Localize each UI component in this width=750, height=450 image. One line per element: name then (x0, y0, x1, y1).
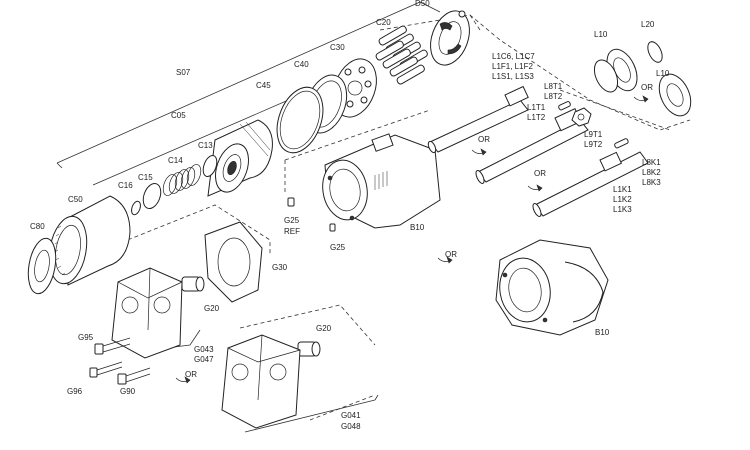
label-ref: REF (284, 227, 300, 236)
valve-plate-d50 (430, 10, 470, 66)
label-l10-right: L10 (656, 69, 670, 78)
cover-c80 (27, 237, 57, 295)
label-l8t1: L8T1 (544, 82, 563, 91)
label-l8k2: L8K2 (642, 168, 661, 177)
bearing-l10-top (593, 48, 638, 93)
label-c40: C40 (294, 60, 309, 69)
label-g25-ref: G25 (284, 216, 300, 225)
label-c80: C80 (30, 222, 45, 231)
label-l20: L20 (641, 20, 655, 29)
washer-c15 (142, 182, 162, 210)
label-l1t1: L1T1 (527, 103, 546, 112)
label-c20: C20 (376, 18, 391, 27)
label-or-2: OR (534, 169, 546, 178)
label-c14: C14 (168, 156, 183, 165)
label-c16: C16 (118, 181, 133, 190)
shaft-l1c6 (427, 85, 529, 154)
label-c13: C13 (198, 141, 213, 150)
housing-b10-right (495, 239, 609, 336)
housing-c50 (48, 195, 131, 286)
ring-l20 (647, 41, 663, 63)
label-l1t2: L1T2 (527, 113, 546, 122)
bolt-g90 (117, 367, 151, 385)
label-g047: G047 (194, 355, 214, 364)
label-g25: G25 (330, 243, 346, 252)
key-l8t1 (558, 101, 571, 111)
label-or-4: OR (445, 250, 457, 259)
pistons-c20 (375, 25, 428, 85)
label-l1s1: L1S1, L1S3 (492, 72, 534, 81)
label-c05: C05 (171, 111, 186, 120)
nut-l9t1 (571, 107, 592, 127)
plug-g25 (329, 223, 336, 232)
label-c15: C15 (138, 173, 153, 182)
label-l9t1: L9T1 (584, 130, 603, 139)
label-or-3: OR (641, 83, 653, 92)
label-g048: G048 (341, 422, 361, 431)
label-g041: G041 (341, 411, 361, 420)
bushing-g20-top (181, 276, 205, 292)
label-g20-bottom: G20 (316, 324, 332, 333)
label-g96: G96 (67, 387, 83, 396)
plug-g25-ref (287, 197, 295, 207)
washer-c13 (202, 154, 218, 178)
rotation-arrows (175, 95, 649, 384)
label-or-1: OR (478, 135, 490, 144)
label-l1k3: L1K3 (613, 205, 632, 214)
label-l1k2: L1K2 (613, 195, 632, 204)
label-l9t2: L9T2 (584, 140, 603, 149)
label-c50: C50 (68, 195, 83, 204)
bearing-l10-right (658, 73, 692, 117)
label-b10-center: B10 (410, 223, 425, 232)
label-g30: G30 (272, 263, 288, 272)
cylinder-block-c05 (207, 119, 273, 197)
bolt-g95 (94, 337, 131, 355)
label-d50: D50 (415, 0, 430, 8)
label-g043: G043 (194, 345, 214, 354)
end-cover-g043 (111, 267, 183, 359)
label-l8k1: L8K1 (642, 158, 661, 167)
label-g20-top: G20 (204, 304, 220, 313)
label-b10-right: B10 (595, 328, 610, 337)
label-g90: G90 (120, 387, 136, 396)
gasket-g30 (204, 221, 263, 303)
label-c30: C30 (330, 43, 345, 52)
label-l1f1: L1F1, L1F2 (492, 62, 533, 71)
washer-c16 (131, 200, 141, 216)
label-l1k1: L1K1 (613, 185, 632, 194)
shaft-l1k1 (532, 151, 649, 217)
label-g95: G95 (78, 333, 94, 342)
label-s07: S07 (176, 68, 191, 77)
bushing-g20-bottom (297, 341, 321, 357)
label-l8t2: L8T2 (544, 92, 563, 101)
label-c45: C45 (256, 81, 271, 90)
label-or-5: OR (185, 370, 197, 379)
label-l10-top: L10 (594, 30, 608, 39)
label-l8k3: L8K3 (642, 178, 661, 187)
part-labels: D50 C20 C30 C40 C45 S07 C05 C13 C14 C15 … (30, 0, 670, 431)
label-l1c6: L1C6, L1C7 (492, 52, 535, 61)
bolt-g96 (89, 361, 123, 378)
end-cover-g041 (221, 334, 301, 429)
housing-b10-center (322, 133, 441, 229)
ring-c45 (276, 86, 324, 154)
key-l8k1 (614, 138, 629, 149)
spring-c14 (162, 164, 202, 196)
